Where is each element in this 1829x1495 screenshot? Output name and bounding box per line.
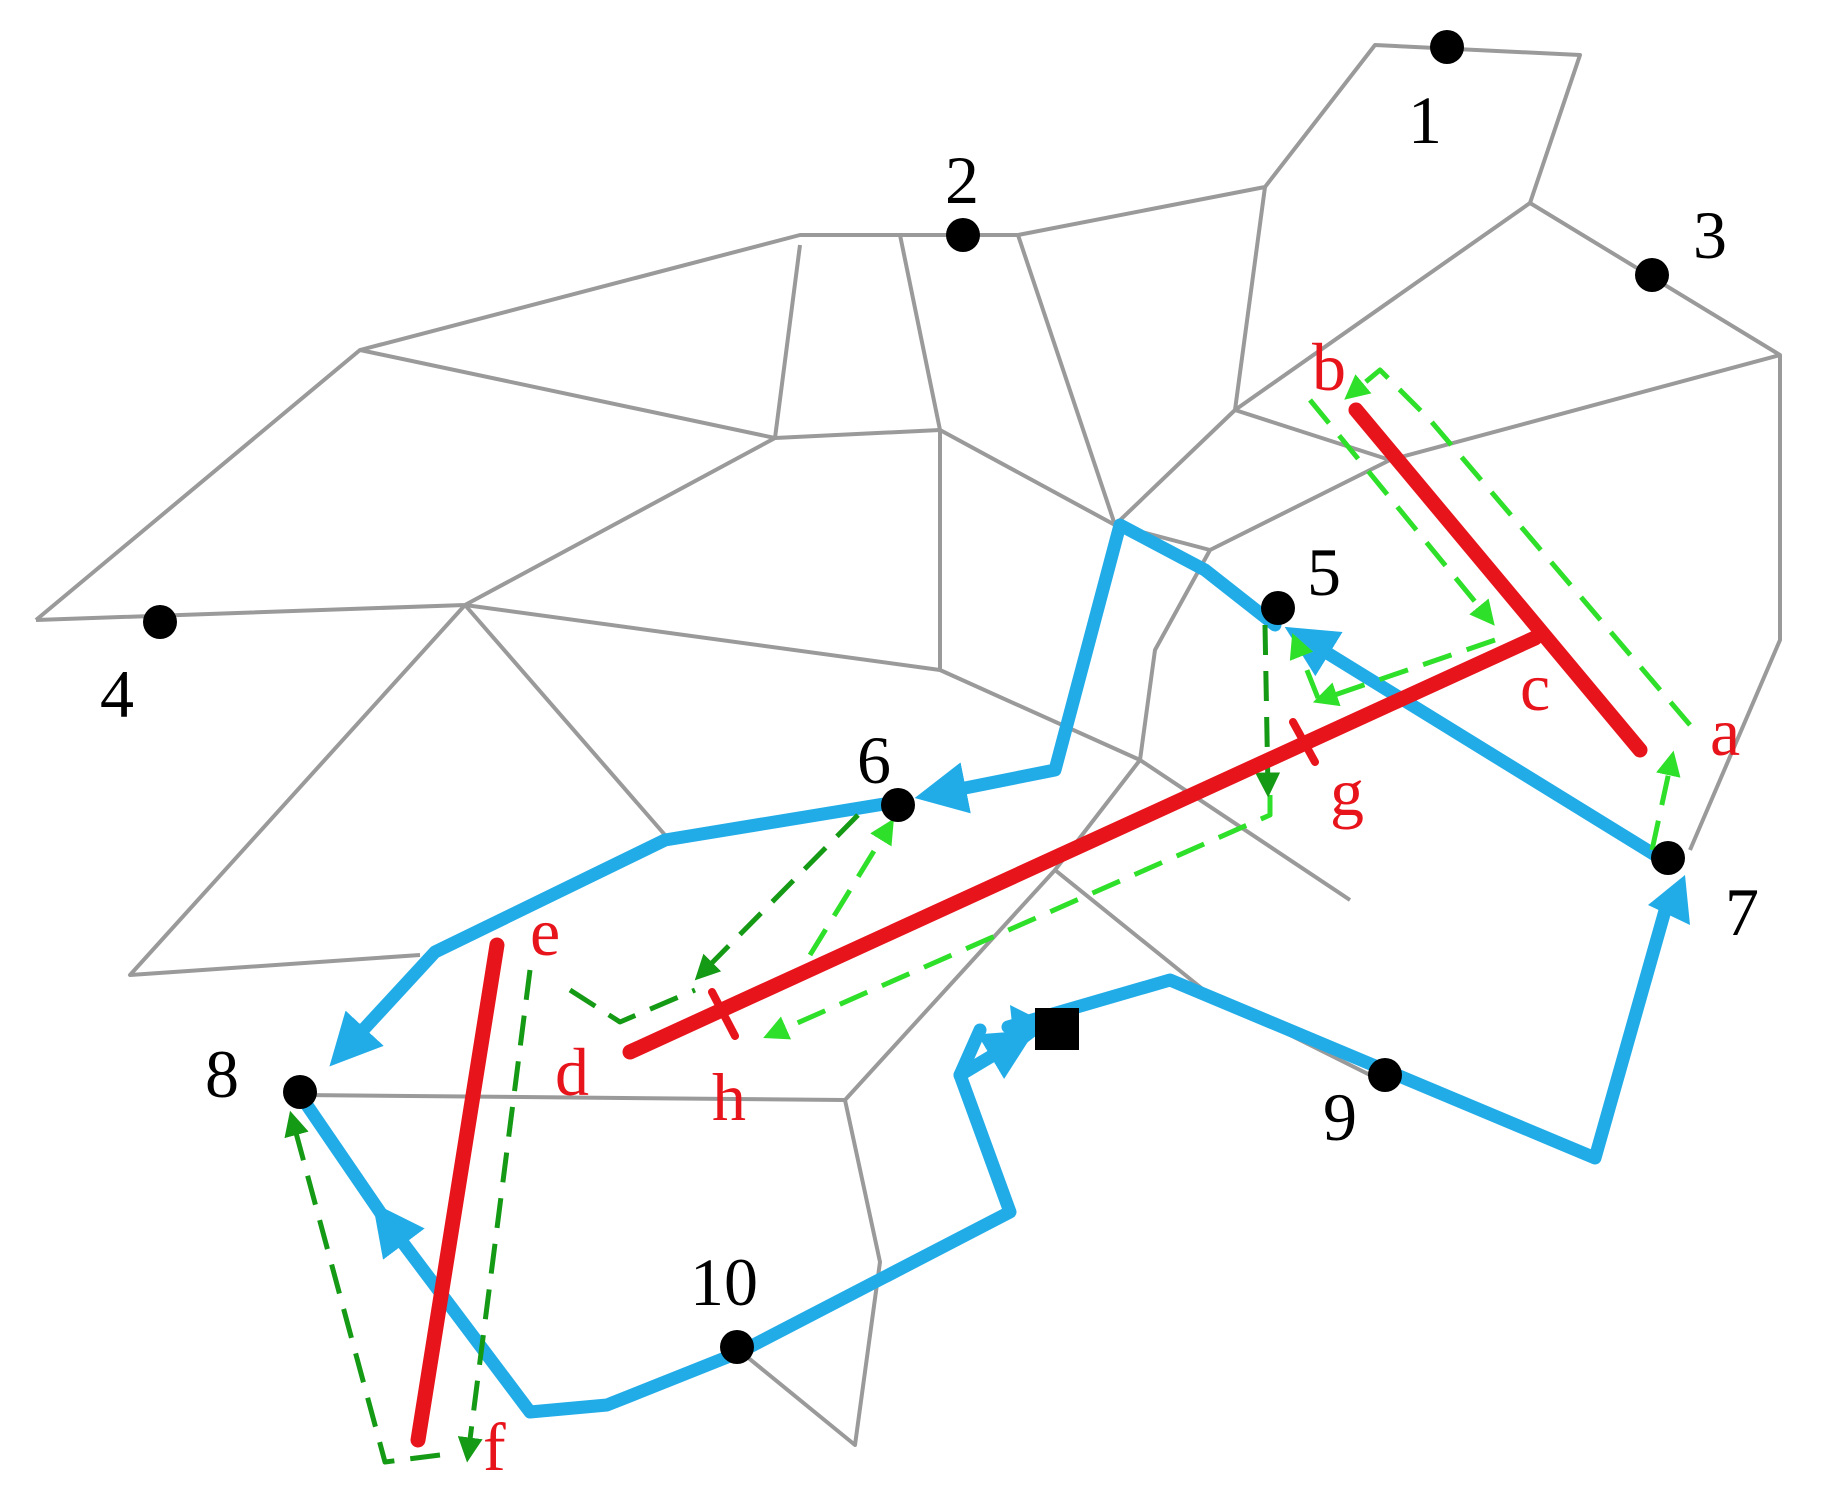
node-9 <box>1368 1058 1402 1092</box>
label-c: c <box>1520 649 1550 725</box>
nodes <box>143 30 1685 1364</box>
label-node-1: 1 <box>1408 82 1442 158</box>
label-node-3: 3 <box>1693 197 1727 273</box>
label-b: b <box>1312 329 1346 405</box>
road-edge <box>1233 186 1267 411</box>
node-3 <box>1635 258 1669 292</box>
road-edge <box>1016 234 1237 527</box>
label-h: h <box>712 1059 746 1135</box>
road-edge <box>359 244 802 440</box>
label-node-10: 10 <box>690 1244 758 1320</box>
road-edge <box>1138 458 1391 902</box>
red-segments <box>410 402 1648 1448</box>
segment-labels: a b c d e f g h <box>483 329 1740 1485</box>
node-2 <box>946 218 980 252</box>
inspect-g-to-h <box>763 795 1273 1040</box>
road-edge <box>1389 353 1781 462</box>
route-7-to-5 <box>1284 626 1662 862</box>
label-node-2: 2 <box>945 142 979 218</box>
inspect-h-to-6 <box>807 818 894 957</box>
route-arrow-icon <box>1648 875 1690 925</box>
road-edge <box>1233 201 1532 412</box>
node-4 <box>143 605 177 639</box>
label-e: e <box>530 894 560 970</box>
inspect-a-to-b <box>1344 367 1692 727</box>
label-node-5: 5 <box>1307 534 1341 610</box>
inspect-c-to-5 <box>1312 637 1496 707</box>
square-depot-icon <box>1035 1008 1079 1050</box>
tick-g <box>1289 718 1319 766</box>
inspect-d-stub <box>568 987 696 1025</box>
inspect-5-up <box>1289 633 1321 699</box>
road-edge <box>1234 408 1391 462</box>
road-edge <box>464 603 941 672</box>
inspect-e-to-f <box>457 969 533 1463</box>
route-arrows <box>1010 875 1690 1052</box>
node-1 <box>1430 30 1464 64</box>
road-edge <box>898 234 1141 762</box>
road-edge <box>34 43 1582 622</box>
tick-h <box>708 988 739 1040</box>
segment-c-d <box>622 630 1543 1060</box>
label-node-8: 8 <box>205 1036 239 1112</box>
inspection-paths-dark <box>284 624 1281 1465</box>
node-5 <box>1261 591 1295 625</box>
label-a: a <box>1710 694 1740 770</box>
inspect-7-to-a <box>1649 750 1681 851</box>
node-7 <box>1651 841 1685 875</box>
label-f: f <box>483 1409 506 1485</box>
label-node-6: 6 <box>857 722 891 798</box>
label-node-7: 7 <box>1725 874 1759 950</box>
route-arrow-icon <box>1010 1005 1050 1052</box>
label-g: g <box>1330 754 1364 830</box>
route-8-to-10 <box>293 1088 389 1222</box>
road-network <box>34 43 1782 1447</box>
road-edge <box>299 1093 846 1102</box>
road-edge <box>733 868 1057 1447</box>
node-8 <box>283 1075 317 1109</box>
road-edge <box>1528 201 1782 851</box>
vehicle-route <box>293 518 1675 1419</box>
label-node-9: 9 <box>1323 1079 1357 1155</box>
segment-e-f <box>410 937 505 1448</box>
label-node-4: 4 <box>100 656 134 732</box>
segment-a-b <box>1348 402 1648 758</box>
route-6-to-8 <box>329 796 897 1067</box>
road-edge <box>128 603 467 977</box>
inspection-paths-light <box>763 367 1692 1040</box>
road-edge <box>463 603 667 837</box>
inspect-5-to-g <box>1255 624 1281 798</box>
node-6 <box>881 788 915 822</box>
inspect-6-to-h <box>694 813 860 981</box>
route-5-to-6 <box>914 518 1282 814</box>
node-labels: 1 2 3 4 5 6 7 8 9 10 <box>100 82 1759 1320</box>
label-d: d <box>555 1034 589 1110</box>
road-edge <box>35 428 1116 622</box>
node-10 <box>720 1330 754 1364</box>
inspect-b-to-c <box>1308 398 1495 626</box>
inspect-f-to-8 <box>284 1110 441 1465</box>
route-to-depot <box>953 1030 1036 1082</box>
